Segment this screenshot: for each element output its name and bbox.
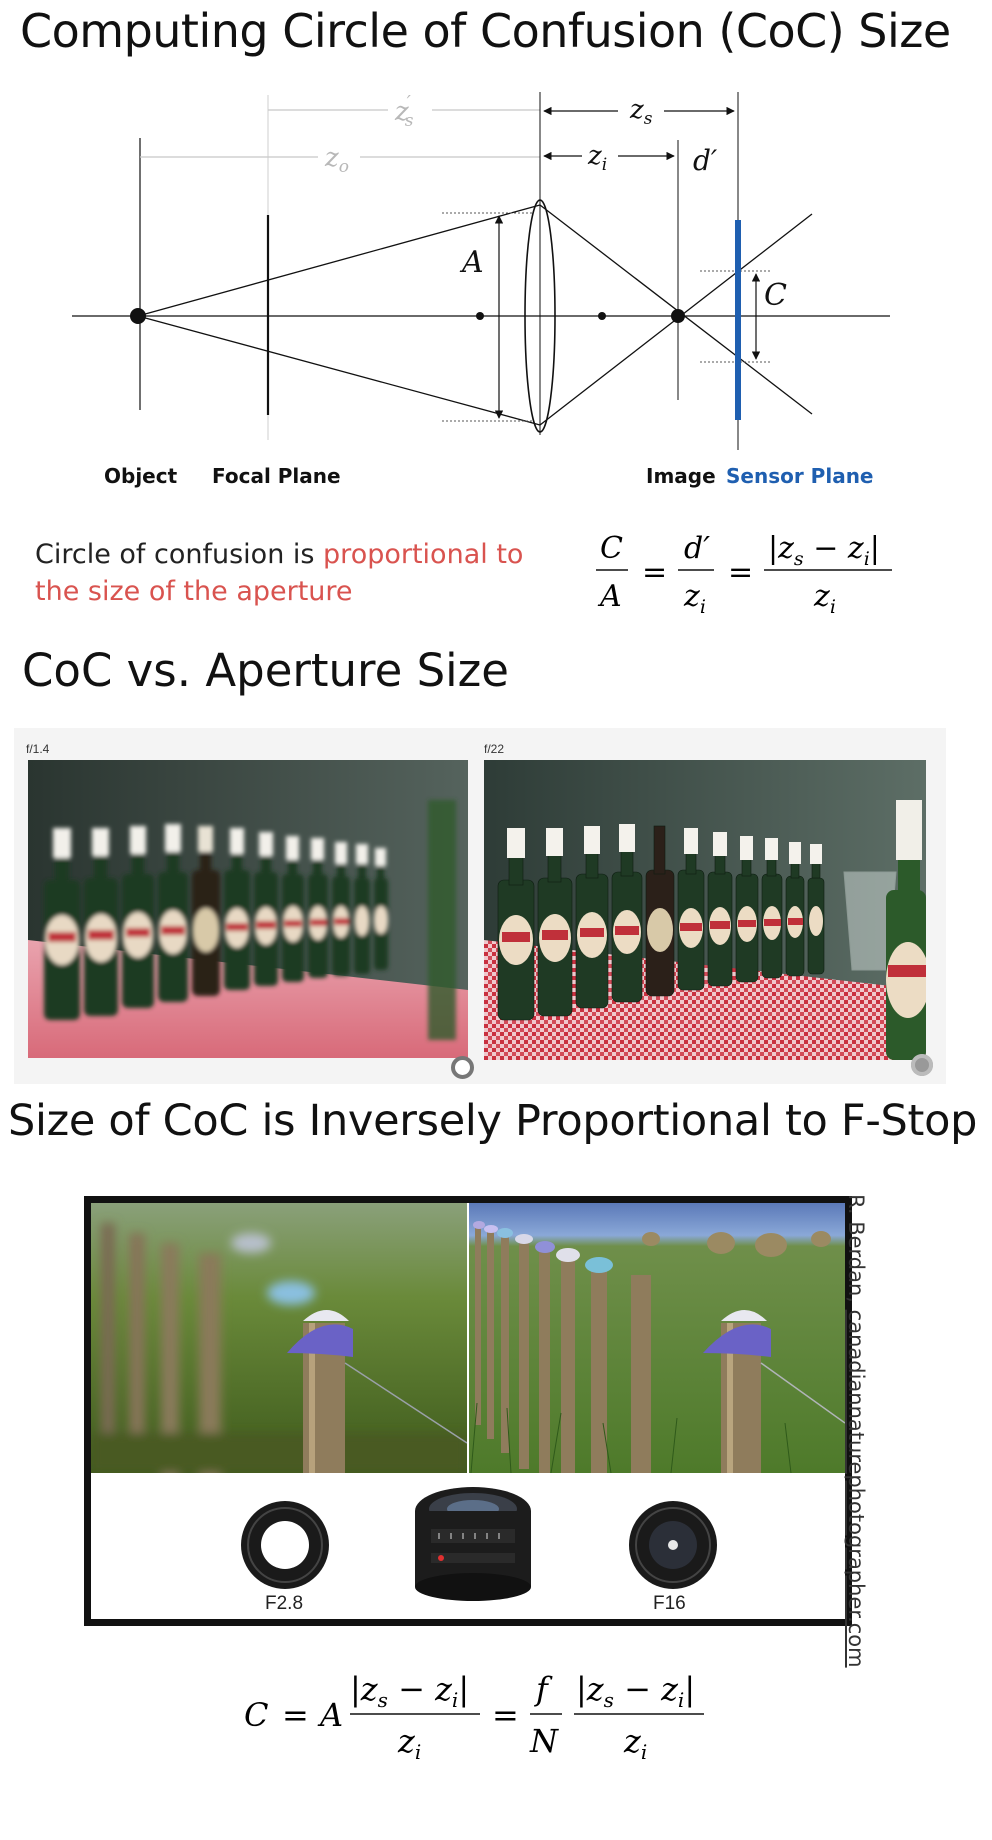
note-prefix: Circle of confusion is [35,539,324,570]
note-accent: proportional to the size of the aperture [35,539,524,607]
focal-point-left [476,312,484,320]
ratio-formula: C A = d′ zi = |zs − zi| zi [596,531,892,618]
svg-text:A: A [317,1696,343,1734]
fstop-tag-right: f/22 [484,742,505,756]
aperture-dimension: A [442,212,532,422]
coc-symbol: C [764,278,787,313]
section-title-coc-vs-aperture: CoC vs. Aperture Size [22,644,509,697]
svg-text:A: A [597,579,622,614]
d-prime-symbol: d′ [693,144,718,177]
fstop-tag-left: f/1.4 [26,742,50,756]
lens-ellipse [524,199,556,433]
svg-text:=: = [282,1696,309,1734]
coc-fstop-formula: C = A |zs − zi| zi = f N |zs − zi| zi [244,1670,704,1764]
svg-text:C: C [600,531,623,566]
zo-symbol: zo [324,143,349,177]
svg-text:zi: zi [813,579,836,618]
svg-text:=: = [642,555,667,590]
camera-lens-icon [415,1487,531,1601]
svg-text:d′: d′ [684,531,710,566]
object-point [130,308,146,324]
focal-point-right [598,312,606,320]
beer-photo-f22: f/22 [480,728,946,1084]
svg-text:N: N [529,1722,559,1760]
zi-dimension: zi d′ [543,140,718,400]
zs-symbol: zs [629,95,653,129]
beer-photo-f1-4: f/1.4 [14,728,480,1084]
lens-f2-8-label: F2.8 [265,1593,304,1614]
svg-text:zi: zi [623,1722,647,1764]
image-label: Image [646,464,716,488]
fence-photos [91,1203,845,1473]
coc-proportional-note: Circle of confusion is proportional to t… [35,536,555,610]
credit-link[interactable]: canadiannaturephotographer.com [844,1309,868,1668]
svg-text:|zs − zi|: |zs − zi| [768,531,880,570]
image-point [671,309,685,323]
aperture-symbol: A [459,245,484,280]
svg-text:|zs − zi|: |zs − zi| [576,1670,695,1712]
svg-text:|zs − zi|: |zs − zi| [350,1670,469,1712]
svg-text:zi: zi [683,579,706,618]
credit-prefix: R. Berdan, [844,1194,868,1310]
svg-text:C: C [244,1696,268,1734]
object-label: Object [104,464,178,488]
camera-aperture-icon-right [911,1054,933,1076]
light-rays [137,204,813,426]
svg-text:zi: zi [397,1722,421,1764]
focal-plane-label: Focal Plane [212,464,341,488]
fence-comparison-panel: F2.8 F16 [84,1196,852,1626]
camera-aperture-icon-left [451,1056,474,1079]
lens-f2-8-icon [241,1501,329,1589]
zo-dimension: zo [139,138,540,410]
sensor-plane-label: Sensor Plane [726,464,874,488]
lens-f16-icon [629,1501,717,1589]
coc-lens-diagram: z′s zo zs zi d′ A [72,92,890,450]
svg-text:=: = [728,555,753,590]
zi-symbol: zi [587,141,607,175]
photo-credit: R. Berdan, canadiannaturephotographer.co… [844,1194,868,1668]
svg-text:f: f [534,1670,553,1708]
section-title-inverse-fstop: Size of CoC is Inversely Proportional to… [8,1096,978,1146]
section-title-coc-size: Computing Circle of Confusion (CoC) Size [20,4,951,58]
lens-f16-label: F16 [653,1593,686,1614]
svg-text:=: = [492,1696,519,1734]
zs-prime-symbol: z′s [394,92,414,131]
